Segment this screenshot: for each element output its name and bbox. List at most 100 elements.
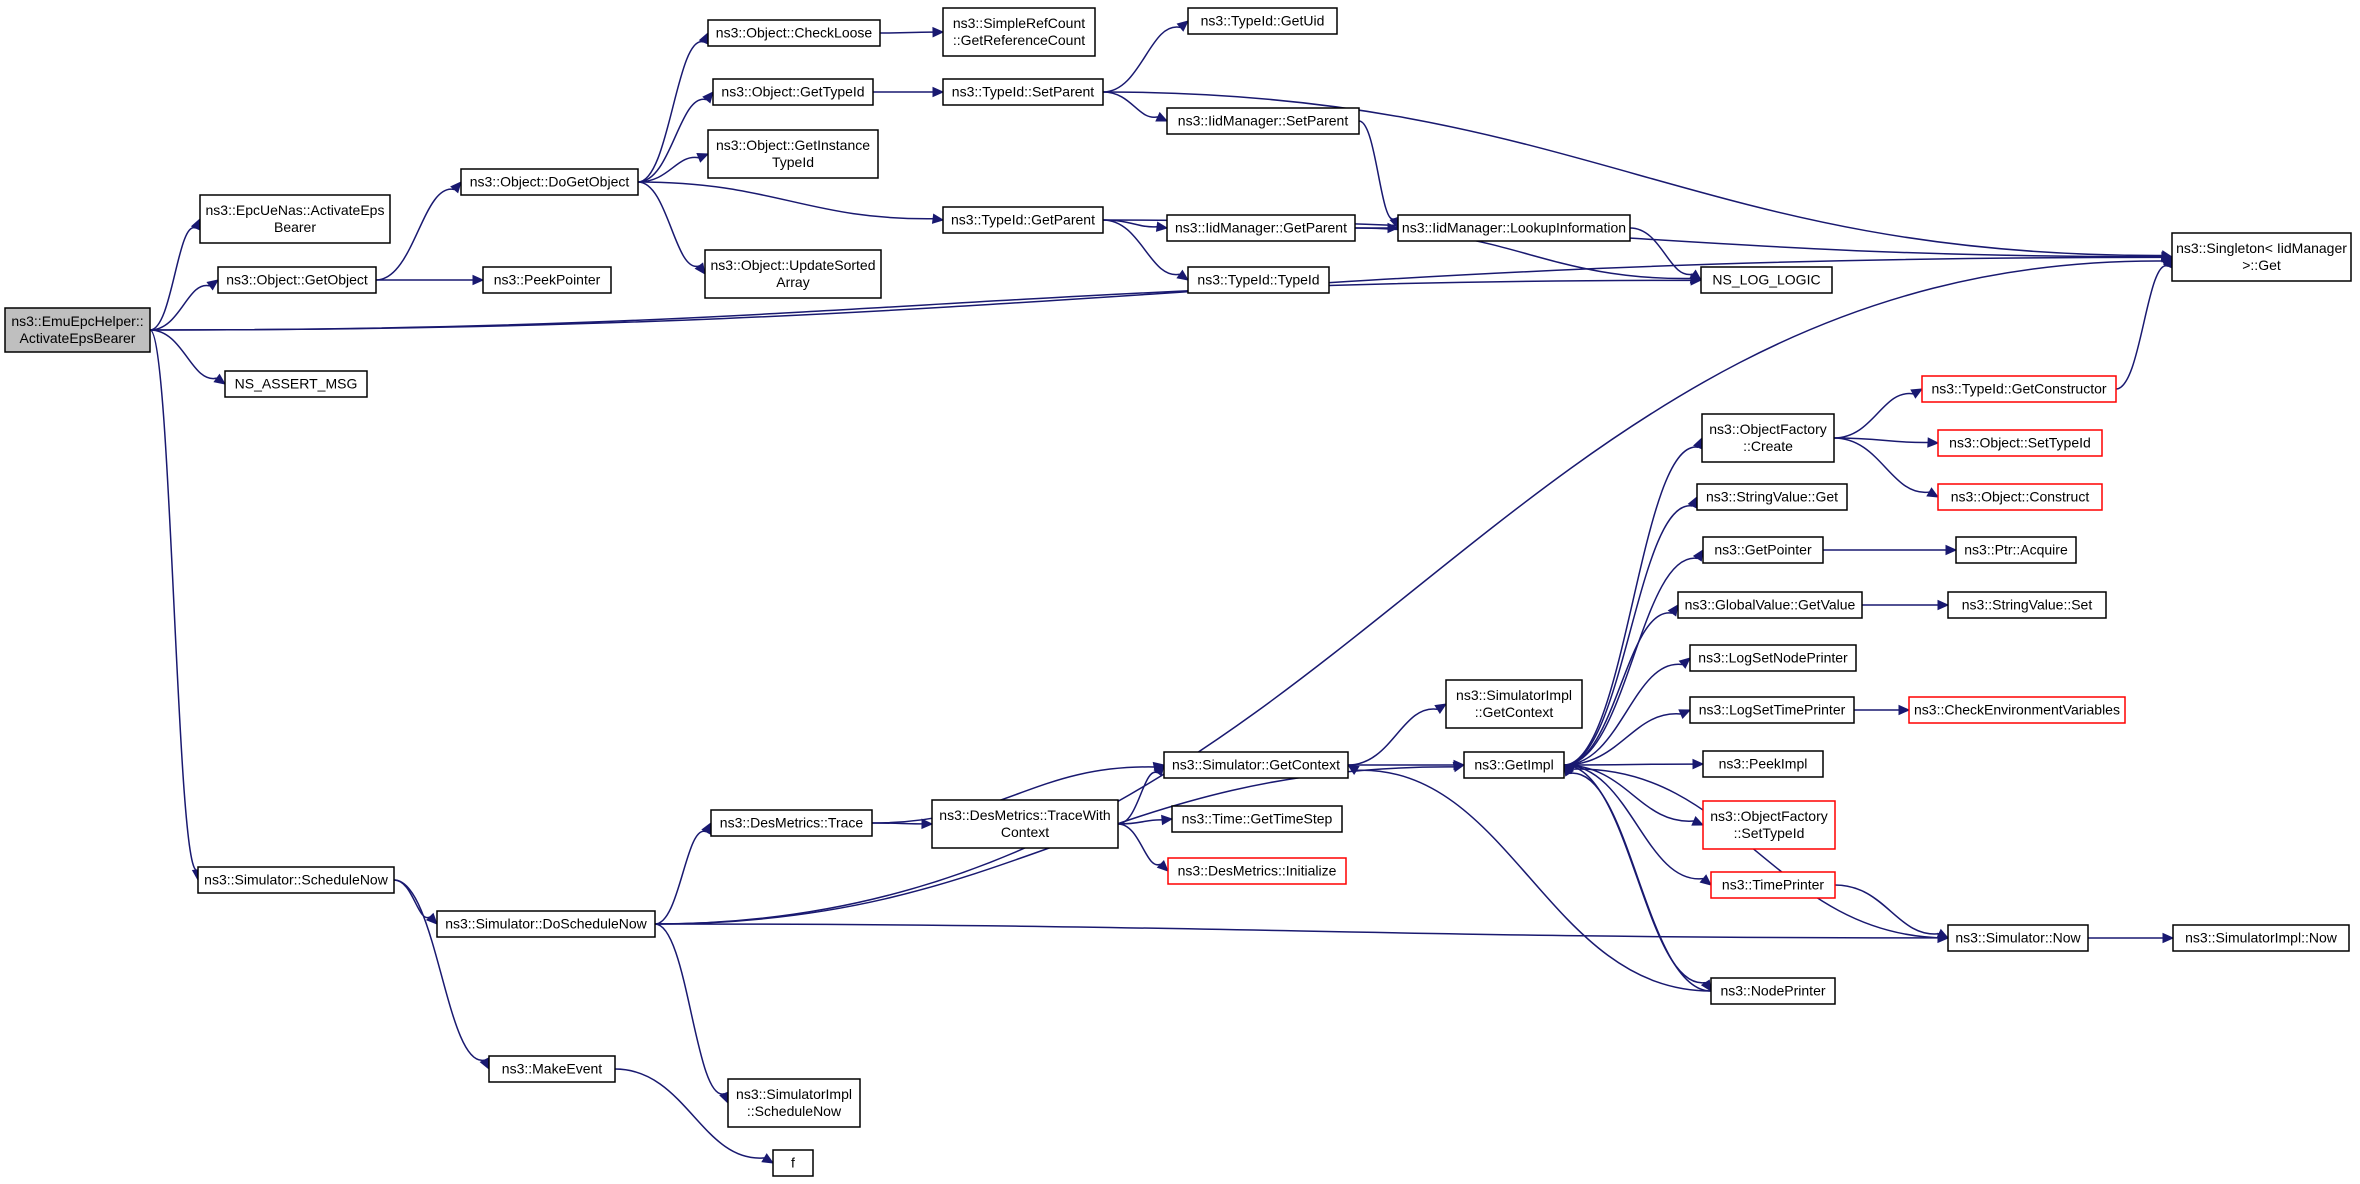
node-label: ns3::TypeId::GetParent: [951, 212, 1095, 228]
node-label: ns3::SimulatorImpl: [736, 1086, 852, 1102]
node-simnow[interactable]: ns3::Simulator::Now: [1947, 924, 2089, 952]
node-label: ns3::StringValue::Get: [1706, 489, 1838, 505]
node-assert[interactable]: NS_ASSERT_MSG: [224, 370, 368, 398]
node-nodeprinter[interactable]: ns3::NodePrinter: [1710, 977, 1836, 1005]
node-iidsetparent[interactable]: ns3::IidManager::SetParent: [1166, 107, 1360, 135]
node-simimplgetctx[interactable]: ns3::SimulatorImpl::GetContext: [1445, 679, 1583, 729]
node-epcue[interactable]: ns3::EpcUeNas::ActivateEpsBearer: [199, 194, 391, 244]
node-label: Array: [776, 274, 809, 290]
node-simimplsched[interactable]: ns3::SimulatorImpl::ScheduleNow: [727, 1078, 861, 1128]
node-box: [1947, 591, 2107, 619]
node-label: ns3::GetImpl: [1474, 757, 1553, 773]
edge-doschednow-to-singleton: [654, 260, 2163, 925]
node-ofsettypeid[interactable]: ns3::ObjectFactory::SetTypeId: [1702, 800, 1836, 850]
node-getctor[interactable]: ns3::TypeId::GetConstructor: [1921, 375, 2117, 403]
node-dogetobject[interactable]: ns3::Object::DoGetObject: [460, 168, 639, 196]
node-doschednow[interactable]: ns3::Simulator::DoScheduleNow: [436, 910, 656, 938]
edge-nodeprinter-to-simgetctx: [1356, 769, 1712, 992]
node-simimplnow[interactable]: ns3::SimulatorImpl::Now: [2172, 924, 2350, 952]
node-ptracquire[interactable]: ns3::Ptr::Acquire: [1955, 536, 2077, 564]
node-label: ns3::CheckEnvironmentVariables: [1914, 702, 2120, 718]
node-box: [942, 78, 1104, 106]
node-makeevent[interactable]: ns3::MakeEvent: [488, 1055, 616, 1083]
node-label: ns3::PeekImpl: [1719, 756, 1808, 772]
edge-dogetobject-to-checkloose: [637, 41, 704, 183]
node-checkloose[interactable]: ns3::Object::CheckLoose: [707, 19, 881, 47]
node-iidgetparent[interactable]: ns3::IidManager::GetParent: [1166, 214, 1356, 242]
node-box: [1166, 214, 1356, 242]
node-root[interactable]: ns3::EmuEpcHelper::ActivateEpsBearer: [4, 307, 151, 353]
node-logsetnode[interactable]: ns3::LogSetNodePrinter: [1689, 644, 1857, 672]
node-singleton[interactable]: ns3::Singleton< IidManager>::Get: [2171, 232, 2352, 282]
node-getparent[interactable]: ns3::TypeId::GetParent: [942, 206, 1104, 234]
edge-getparent-to-typeidtypeid: [1102, 219, 1180, 276]
node-box: [1955, 536, 2077, 564]
node-label: ns3::Object::Construct: [1951, 489, 2090, 505]
node-label: ns3::NodePrinter: [1720, 983, 1825, 999]
node-label: ns3::Simulator::GetContext: [1172, 757, 1340, 773]
node-box: [1700, 266, 1833, 294]
node-strvalset[interactable]: ns3::StringValue::Set: [1947, 591, 2107, 619]
node-getpointer[interactable]: ns3::GetPointer: [1702, 536, 1824, 564]
arrowhead-ofsettypeid: [1691, 815, 1705, 826]
edge-dogetobject-to-updatesorted: [637, 181, 700, 267]
node-box: [1908, 696, 2126, 724]
edge-desmtracectx-to-desminit: [1117, 823, 1162, 866]
node-getuid[interactable]: ns3::TypeId::GetUid: [1187, 7, 1338, 35]
edge-doschednow-to-simnow: [654, 923, 1939, 939]
edge-desmtracectx-to-simgetctx: [1117, 771, 1159, 825]
node-simplerefcount[interactable]: ns3::SimpleRefCount::GetReferenceCount: [942, 7, 1096, 57]
node-box: [488, 1055, 616, 1083]
arrowhead-logsetnode: [1678, 657, 1691, 669]
node-objconstruct[interactable]: ns3::Object::Construct: [1937, 483, 2103, 511]
arrowhead-objconstruct: [1926, 487, 1940, 498]
node-typeidtypeid[interactable]: ns3::TypeId::TypeId: [1187, 266, 1330, 294]
node-globalget[interactable]: ns3::GlobalValue::GetValue: [1677, 591, 1863, 619]
node-box: [2172, 924, 2350, 952]
node-schednow[interactable]: ns3::Simulator::ScheduleNow: [197, 866, 395, 894]
node-checkenv[interactable]: ns3::CheckEnvironmentVariables: [1908, 696, 2126, 724]
node-gettimestep[interactable]: ns3::Time::GetTimeStep: [1171, 805, 1343, 833]
node-strvalget[interactable]: ns3::StringValue::Get: [1696, 483, 1848, 511]
arrowhead-typeidtypeid: [1176, 269, 1189, 281]
node-simgetctx[interactable]: ns3::Simulator::GetContext: [1163, 751, 1349, 779]
edge-doschednow-to-desmtrace: [654, 830, 707, 925]
node-timeprinter[interactable]: ns3::TimePrinter: [1710, 871, 1836, 899]
node-label: ns3::GetPointer: [1714, 542, 1812, 558]
node-box: [436, 910, 656, 938]
node-f[interactable]: f: [772, 1149, 814, 1177]
node-label: ns3::Simulator::DoScheduleNow: [445, 916, 647, 932]
node-box: [727, 1078, 861, 1128]
node-objsettypeid[interactable]: ns3::Object::SetTypeId: [1937, 429, 2103, 457]
node-getimpl[interactable]: ns3::GetImpl: [1463, 751, 1565, 779]
node-box: [217, 266, 377, 294]
node-setparent[interactable]: ns3::TypeId::SetParent: [942, 78, 1104, 106]
edge-getimpl-to-globalget: [1563, 612, 1673, 766]
edge-iidsetparent-to-lookup: [1358, 120, 1395, 220]
node-label: ns3::DesMetrics::TraceWith: [939, 807, 1110, 823]
node-desminit[interactable]: ns3::DesMetrics::Initialize: [1167, 857, 1347, 885]
node-desmtrace[interactable]: ns3::DesMetrics::Trace: [710, 809, 873, 837]
edge-dogetobject-to-gettypeid: [637, 98, 707, 183]
arrowhead-iidsetparent: [1155, 111, 1169, 122]
arrowhead-assert: [213, 373, 226, 385]
node-lookup[interactable]: ns3::IidManager::LookupInformation: [1397, 214, 1631, 242]
arrowhead-ptracquire: [1945, 544, 1958, 556]
node-getobject[interactable]: ns3::Object::GetObject: [217, 266, 377, 294]
nodes-layer: ns3::EmuEpcHelper::ActivateEpsBearerns3:…: [4, 7, 2352, 1177]
node-peekpointer[interactable]: ns3::PeekPointer: [482, 266, 612, 294]
node-nslog[interactable]: NS_LOG_LOGIC: [1700, 266, 1833, 294]
node-peekimpl[interactable]: ns3::PeekImpl: [1702, 750, 1824, 778]
node-box: [1702, 750, 1824, 778]
node-logsettime[interactable]: ns3::LogSetTimePrinter: [1689, 696, 1855, 724]
node-box: [1710, 871, 1836, 899]
node-box: [942, 7, 1096, 57]
edge-getimpl-to-timeprinter: [1563, 764, 1704, 880]
node-box: [2171, 232, 2352, 282]
node-label: >::Get: [2242, 257, 2281, 273]
node-gettypeid[interactable]: ns3::Object::GetTypeId: [712, 78, 874, 106]
node-ofcreate[interactable]: ns3::ObjectFactory::Create: [1701, 413, 1835, 463]
